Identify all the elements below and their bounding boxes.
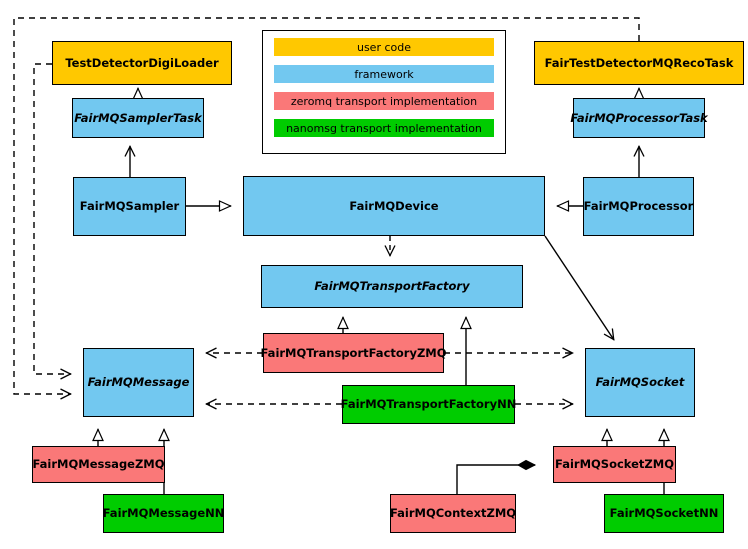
node-fairmqprocessor[interactable]: FairMQProcessor bbox=[583, 177, 694, 236]
node-fairmqsocketnn[interactable]: FairMQSocketNN bbox=[604, 494, 724, 533]
node-label: FairMQMessage bbox=[87, 375, 190, 390]
legend-label: zeromq transport implementation bbox=[290, 94, 478, 108]
node-label: TestDetectorDigiLoader bbox=[65, 55, 219, 70]
legend-item-zeromq: zeromq transport implementation bbox=[274, 92, 494, 110]
legend-item-nanomsg: nanomsg transport implementation bbox=[274, 119, 494, 137]
legend-item-user-code: user code bbox=[274, 38, 494, 56]
node-label: FairMQSocketZMQ bbox=[555, 457, 674, 472]
edge-digiloader-message bbox=[33, 63, 72, 380]
node-fairmqcontextzmq[interactable]: FairMQContextZMQ bbox=[390, 494, 516, 533]
node-fairmqsamplertask[interactable]: FairMQSamplerTask bbox=[72, 98, 204, 138]
node-testdetectordigiloader[interactable]: TestDetectorDigiLoader bbox=[52, 41, 232, 85]
node-label: FairMQSampler bbox=[79, 199, 180, 214]
node-label: FairMQTransportFactory bbox=[314, 279, 470, 294]
node-label: FairMQSamplerTask bbox=[74, 110, 202, 125]
node-label: FairMQTransportFactoryNN bbox=[340, 397, 517, 412]
legend-box: user code framework zeromq transport imp… bbox=[262, 30, 506, 154]
node-fairmqmessagenn[interactable]: FairMQMessageNN bbox=[103, 494, 224, 533]
node-label: FairMQProcessorTask bbox=[570, 110, 708, 125]
legend-item-framework: framework bbox=[274, 65, 494, 83]
edge-recotask-message bbox=[13, 17, 640, 400]
node-fairmqprocessortask[interactable]: FairMQProcessorTask bbox=[570, 98, 708, 138]
node-label: FairMQDevice bbox=[349, 198, 439, 213]
node-fairmqtransportfactorynn[interactable]: FairMQTransportFactoryNN bbox=[340, 385, 517, 424]
node-fairmqmessagezmq[interactable]: FairMQMessageZMQ bbox=[32, 446, 165, 483]
node-label: FairMQSocketNN bbox=[609, 506, 719, 521]
node-fairmqtransportfactory[interactable]: FairMQTransportFactory bbox=[261, 265, 523, 308]
node-fairmqdevice[interactable]: FairMQDevice bbox=[243, 176, 545, 236]
legend-label: framework bbox=[354, 67, 414, 81]
node-label: FairMQTransportFactoryZMQ bbox=[260, 345, 447, 360]
node-label: FairMQMessageNN bbox=[102, 506, 225, 521]
node-label: FairTestDetectorMQRecoTask bbox=[544, 55, 734, 70]
node-label: FairMQSocket bbox=[595, 375, 685, 390]
edge-contextzmq-socketzmq bbox=[456, 465, 535, 494]
node-label: FairMQMessageZMQ bbox=[32, 457, 165, 472]
node-fairmqtransportfactoryzmq[interactable]: FairMQTransportFactoryZMQ bbox=[260, 333, 447, 373]
node-label: FairMQProcessor bbox=[583, 199, 694, 214]
node-label: FairMQContextZMQ bbox=[389, 506, 517, 521]
legend-label: user code bbox=[356, 40, 412, 54]
node-fairmqsocket[interactable]: FairMQSocket bbox=[585, 348, 695, 417]
node-fairmqmessage[interactable]: FairMQMessage bbox=[83, 348, 194, 417]
node-fairtestdetectormqrecotask[interactable]: FairTestDetectorMQRecoTask bbox=[534, 41, 744, 85]
node-fairmqsocketzmq[interactable]: FairMQSocketZMQ bbox=[553, 446, 676, 483]
edge-device-socket bbox=[544, 235, 615, 341]
node-fairmqsampler[interactable]: FairMQSampler bbox=[73, 177, 186, 236]
legend-label: nanomsg transport implementation bbox=[286, 121, 482, 135]
